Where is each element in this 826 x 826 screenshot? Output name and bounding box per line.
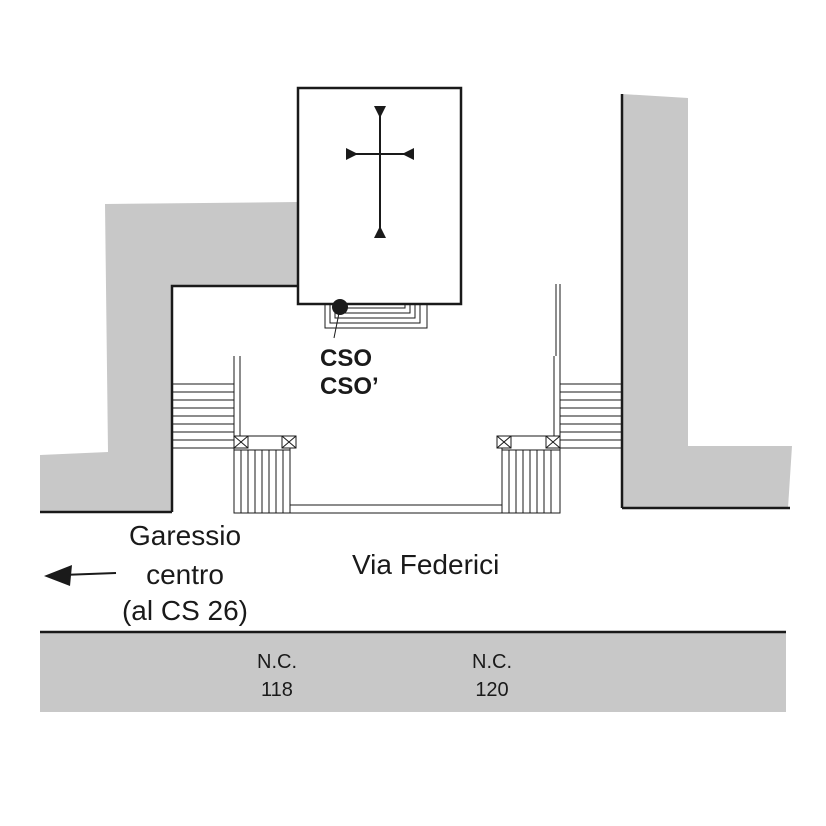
right-building [622, 94, 792, 508]
cross-icon [346, 106, 414, 238]
building-120-label: N.C. [472, 651, 512, 673]
direction-line-2: centro [146, 559, 224, 590]
right-front-steps [496, 435, 561, 514]
left-stairs [172, 383, 234, 449]
marker-label-cso-prime: CSO’ [320, 373, 379, 400]
direction-line-1: Garessio [129, 520, 241, 551]
bottom-buildings [40, 632, 786, 712]
direction-line-3: (al CS 26) [122, 595, 248, 626]
left-front-steps [233, 435, 297, 514]
building-118-label: N.C. [257, 651, 297, 673]
arrow-left-icon [44, 565, 117, 586]
sampling-point-marker [332, 299, 348, 339]
left-building-outline [170, 284, 298, 512]
left-building [40, 202, 298, 512]
building-120-number: 120 [475, 679, 508, 701]
street-name: Via Federici [352, 549, 499, 580]
right-stairs [560, 383, 622, 449]
marker-label-cso: CSO [320, 345, 372, 372]
building-118-number: 118 [261, 679, 293, 701]
